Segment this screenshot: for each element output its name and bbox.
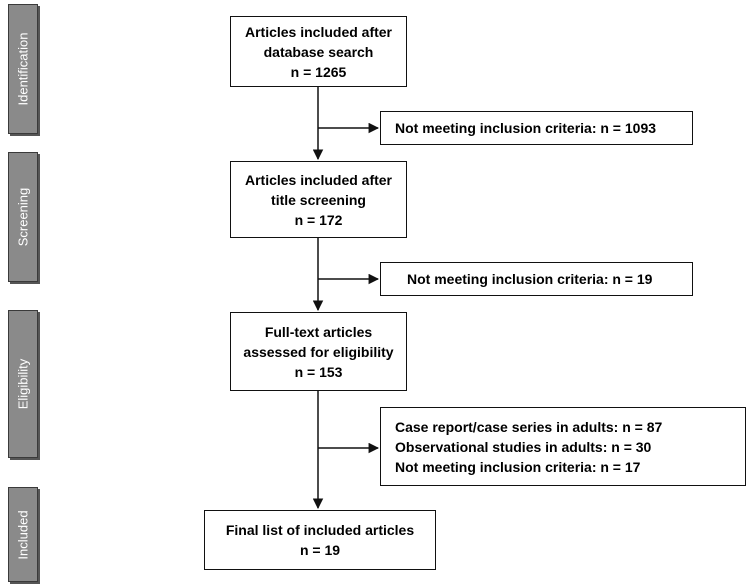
box-final: Final list of included articles n = 19 [204,510,436,570]
stage-eligibility: Eligibility [8,310,38,458]
box-excluded-1: Not meeting inclusion criteria: n = 1093 [380,111,693,145]
stage-identification: Identification [8,4,38,134]
box-excluded-2: Not meeting inclusion criteria: n = 19 [380,262,693,296]
box-identified: Articles included after database search … [230,16,407,87]
stage-screening: Screening [8,152,38,282]
box-screened: Articles included after title screening … [230,161,407,238]
box-eligible: Full-text articles assessed for eligibil… [230,312,407,391]
box-excluded-3: Case report/case series in adults: n = 8… [380,407,746,486]
stage-included: Included [8,487,38,582]
